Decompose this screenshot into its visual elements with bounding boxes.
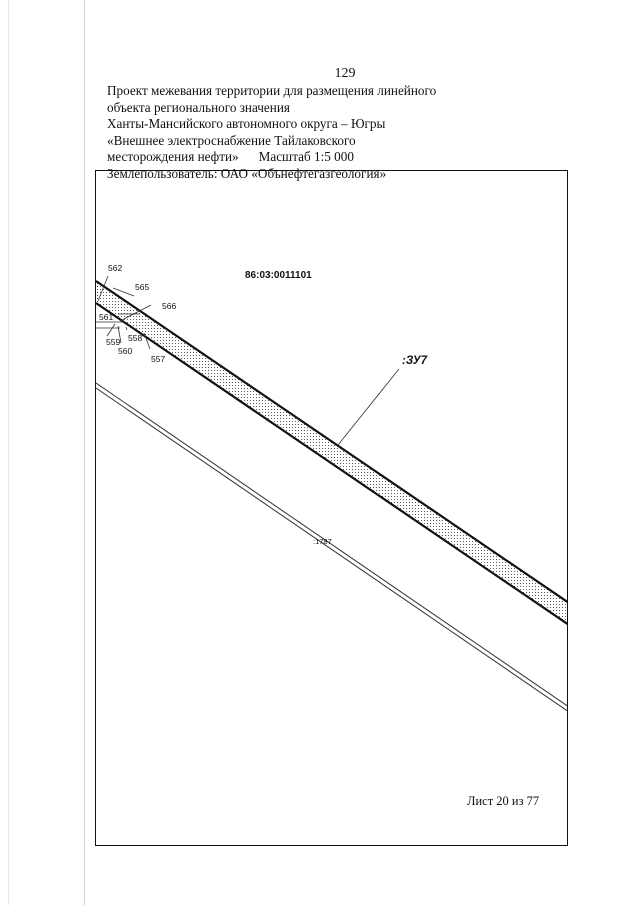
header-line: объекта регионального значения [107,99,290,115]
point-label: 559 [106,337,121,347]
point-label: 566 [162,301,177,311]
point-label: 561 [99,312,114,322]
document-header: Проект межевания территории для размещен… [107,83,437,182]
header-line: Проект межевания территории для размещен… [107,83,437,98]
parcel-label: :ЗУ7 [402,355,427,367]
header-line-with-scale: месторождения нефти» Масштаб 1:5 000 [107,149,437,166]
page-number: 129 [334,66,356,81]
point-callouts [96,275,400,446]
map-frame: 562 565 566 561 559 560 558 557 86:03:00… [95,170,568,846]
parcel-strip [96,280,567,625]
road-lines [96,382,567,712]
point-label: 557 [151,354,166,364]
header-line: месторождения нефти» [107,149,239,164]
scale-label: Масштаб 1:5 000 [258,149,354,164]
cadastral-block-label: 86:03:0011101 [245,270,312,281]
point-label: 565 [135,282,150,292]
header-line: «Внешнее электроснабжение Тайлаковского [107,132,356,148]
binding-margin-line [8,0,9,905]
point-label: 558 [128,333,143,343]
road-label: :1787 [313,537,332,546]
point-label: 562 [108,263,123,273]
land-user-label: Землепользователь: ОАО «Обънефтегазгеоло… [107,165,387,181]
binding-margin-line [84,0,85,905]
sheet-counter: Лист 20 из 77 [467,794,540,808]
point-label: 560 [118,346,133,356]
header-line: Ханты-Мансийского автономного округа – Ю… [107,116,386,131]
map-drawing [96,275,567,712]
